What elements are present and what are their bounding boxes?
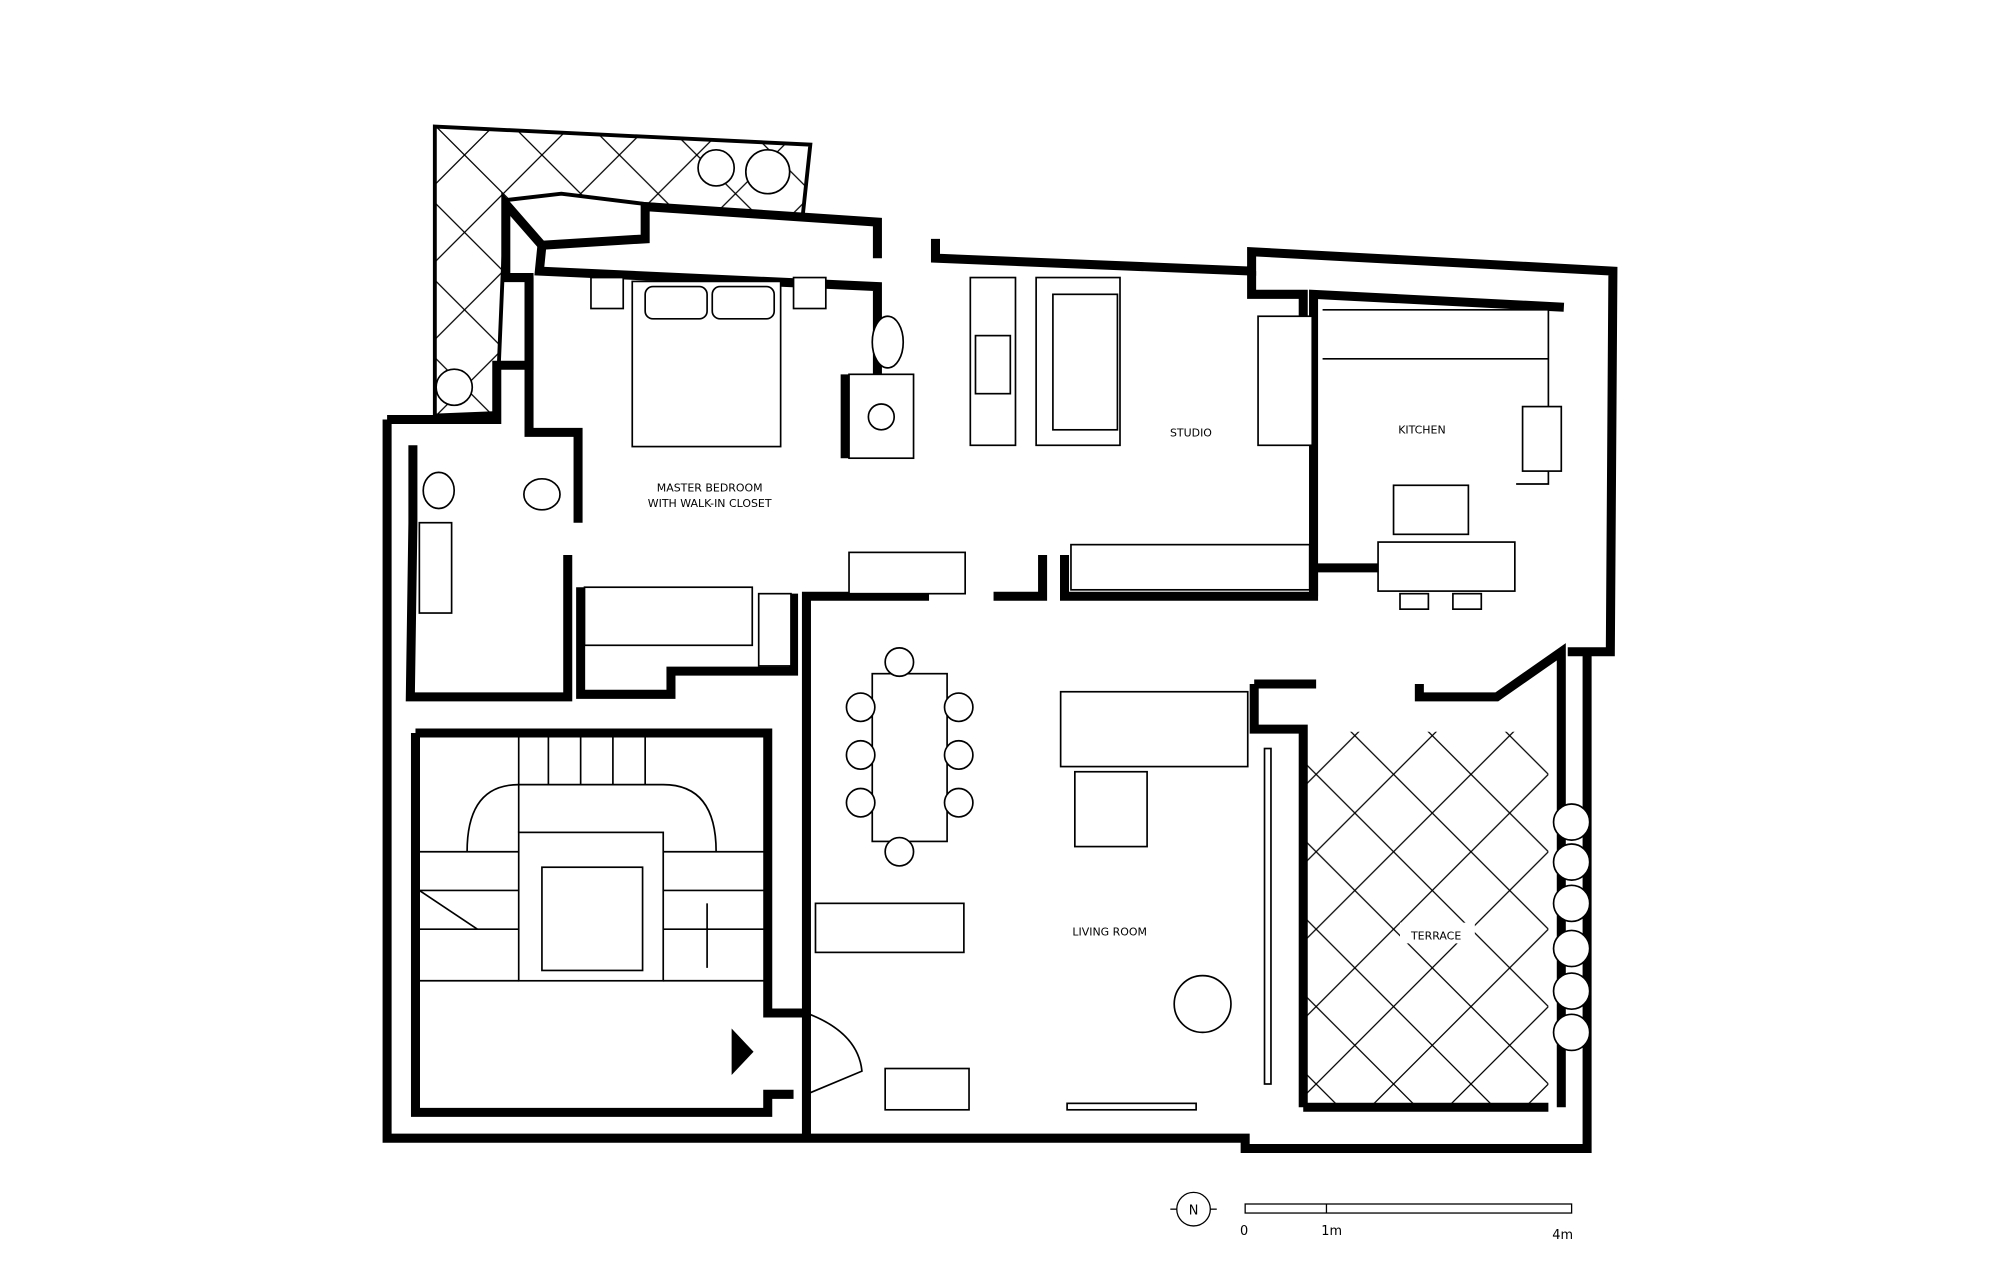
walls <box>382 191 1618 1154</box>
plant-icon <box>744 148 791 195</box>
scale-label-0: 0 <box>1240 1224 1248 1239</box>
upper-balcony <box>432 124 813 418</box>
kitchen-island <box>1377 541 1516 592</box>
room-label-kitchen: KITCHEN <box>1398 424 1445 437</box>
scale-label-1m: 1m <box>1321 1224 1342 1239</box>
staircase <box>418 733 863 1096</box>
entrance-arrow-icon <box>731 1028 754 1075</box>
room-label-living-room: LIVING ROOM <box>1072 926 1147 939</box>
plant-icon <box>697 148 736 187</box>
north-arrow: N <box>1170 1191 1217 1227</box>
terrace-area <box>1305 731 1591 1106</box>
plant-icon <box>435 368 474 407</box>
room-label-master-bedroom: MASTER BEDROOM <box>657 482 763 495</box>
room-label-master-bedroom-sub: WITH WALK-IN CLOSET <box>648 497 772 510</box>
side-table <box>1173 974 1232 1034</box>
wardrobe <box>583 586 754 647</box>
room-label-studio: STUDIO <box>1170 426 1212 439</box>
scale-bar: 0 1m 4m <box>1240 1203 1573 1243</box>
scale-label-4m: 4m <box>1552 1228 1573 1243</box>
furniture <box>418 276 1563 1111</box>
room-label-terrace: TERRACE <box>1410 929 1461 942</box>
north-label: N <box>1189 1203 1199 1218</box>
sofa <box>1059 690 1249 768</box>
dining-table <box>871 672 948 843</box>
